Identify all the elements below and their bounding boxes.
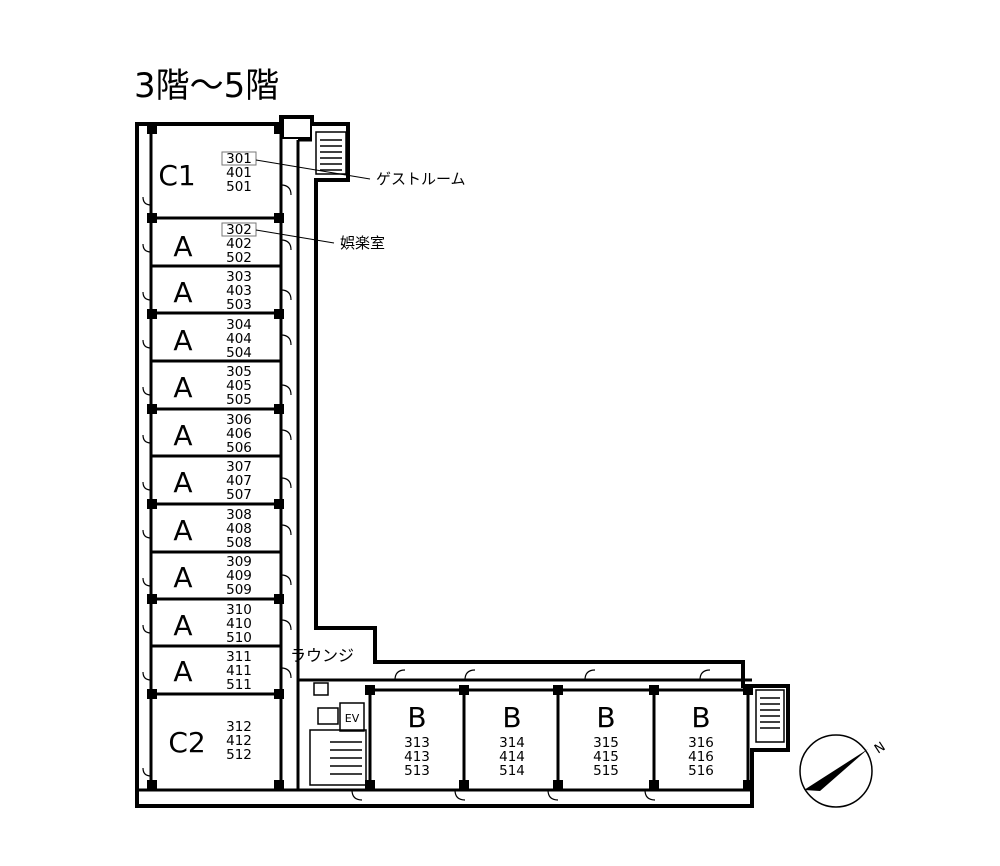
- room-number: 403: [226, 283, 252, 299]
- core-stairs: [309, 682, 367, 786]
- stairs-right: [755, 689, 785, 743]
- room-number: 508: [226, 535, 252, 551]
- elevator: EV: [339, 702, 365, 732]
- unit-type-label: C1: [158, 159, 195, 192]
- room-number: 406: [226, 426, 252, 442]
- left-units: C1 301 401 501 A 302 402 502 A 303 403 5…: [158, 151, 252, 763]
- stairs-top: [282, 117, 347, 175]
- room-number: 507: [226, 487, 252, 503]
- unit-type-label: A: [173, 419, 192, 452]
- room-number: 308: [226, 507, 252, 523]
- unit-type-label: B: [691, 701, 710, 734]
- unit-type-label: A: [173, 276, 192, 309]
- callout-recreation-room: 娯楽室: [221, 222, 385, 252]
- floor-title: 3階〜5階: [134, 66, 280, 106]
- unit-type-label: A: [173, 655, 192, 688]
- room-number: 512: [226, 747, 252, 763]
- unit-type-label: A: [173, 609, 192, 642]
- door-swings: [142, 184, 711, 801]
- room-number: 409: [226, 568, 252, 584]
- room-number: 413: [404, 749, 430, 765]
- room-number: 401: [226, 165, 252, 181]
- room-number: 314: [499, 735, 525, 751]
- room-number: 316: [688, 735, 714, 751]
- room-number: 405: [226, 378, 252, 394]
- north-label: N: [872, 739, 888, 757]
- room-number: 402: [226, 236, 252, 252]
- room-number: 415: [593, 749, 619, 765]
- room-number: 503: [226, 297, 252, 313]
- room-number: 504: [226, 345, 252, 361]
- room-number: 407: [226, 473, 252, 489]
- room-number: 310: [226, 602, 252, 618]
- compass-icon: N: [799, 734, 888, 808]
- room-number: 412: [226, 733, 252, 749]
- unit-type-label: A: [173, 371, 192, 404]
- room-number: 410: [226, 616, 252, 632]
- guest-room-label: ゲストルーム: [376, 170, 466, 188]
- room-number: 506: [226, 440, 252, 456]
- unit-type-label: B: [407, 701, 426, 734]
- room-number: 515: [593, 763, 619, 779]
- room-number: 307: [226, 459, 252, 475]
- room-number: 510: [226, 630, 252, 646]
- structural-columns: [147, 124, 753, 790]
- room-number: 505: [226, 392, 252, 408]
- room-number: 414: [499, 749, 525, 765]
- bottom-units: B 313 413 513 B 314 414 514 B 315 415 51…: [404, 701, 714, 779]
- unit-type-label: B: [596, 701, 615, 734]
- room-number: 302: [226, 222, 252, 238]
- room-number: 513: [404, 763, 430, 779]
- room-number: 416: [688, 749, 714, 765]
- room-number: 304: [226, 317, 252, 333]
- room-number: 315: [593, 735, 619, 751]
- room-number: 411: [226, 663, 252, 679]
- room-number: 306: [226, 412, 252, 428]
- room-number: 312: [226, 719, 252, 735]
- unit-type-label: C2: [168, 726, 205, 759]
- room-number: 516: [688, 763, 714, 779]
- svg-text:EV: EV: [345, 712, 360, 725]
- left-room-dividers: [151, 216, 281, 696]
- room-number: 502: [226, 250, 252, 266]
- room-number: 313: [404, 735, 430, 751]
- room-number: 309: [226, 554, 252, 570]
- room-number: 301: [226, 151, 252, 167]
- room-number: 311: [226, 649, 252, 665]
- unit-type-label: A: [173, 324, 192, 357]
- room-number: 509: [226, 582, 252, 598]
- room-number: 514: [499, 763, 525, 779]
- unit-type-label: A: [173, 514, 192, 547]
- unit-type-label: A: [173, 230, 192, 263]
- room-number: 408: [226, 521, 252, 537]
- unit-type-label: B: [502, 701, 521, 734]
- recreation-room-label: 娯楽室: [340, 234, 385, 252]
- room-number: 404: [226, 331, 252, 347]
- unit-type-label: A: [173, 466, 192, 499]
- callout-guest-room: ゲストルーム: [221, 151, 466, 188]
- room-number: 305: [226, 364, 252, 380]
- unit-type-label: A: [173, 561, 192, 594]
- room-number: 303: [226, 269, 252, 285]
- lounge-label: ラウンジ: [290, 646, 354, 665]
- room-number: 501: [226, 179, 252, 195]
- room-number: 511: [226, 677, 252, 693]
